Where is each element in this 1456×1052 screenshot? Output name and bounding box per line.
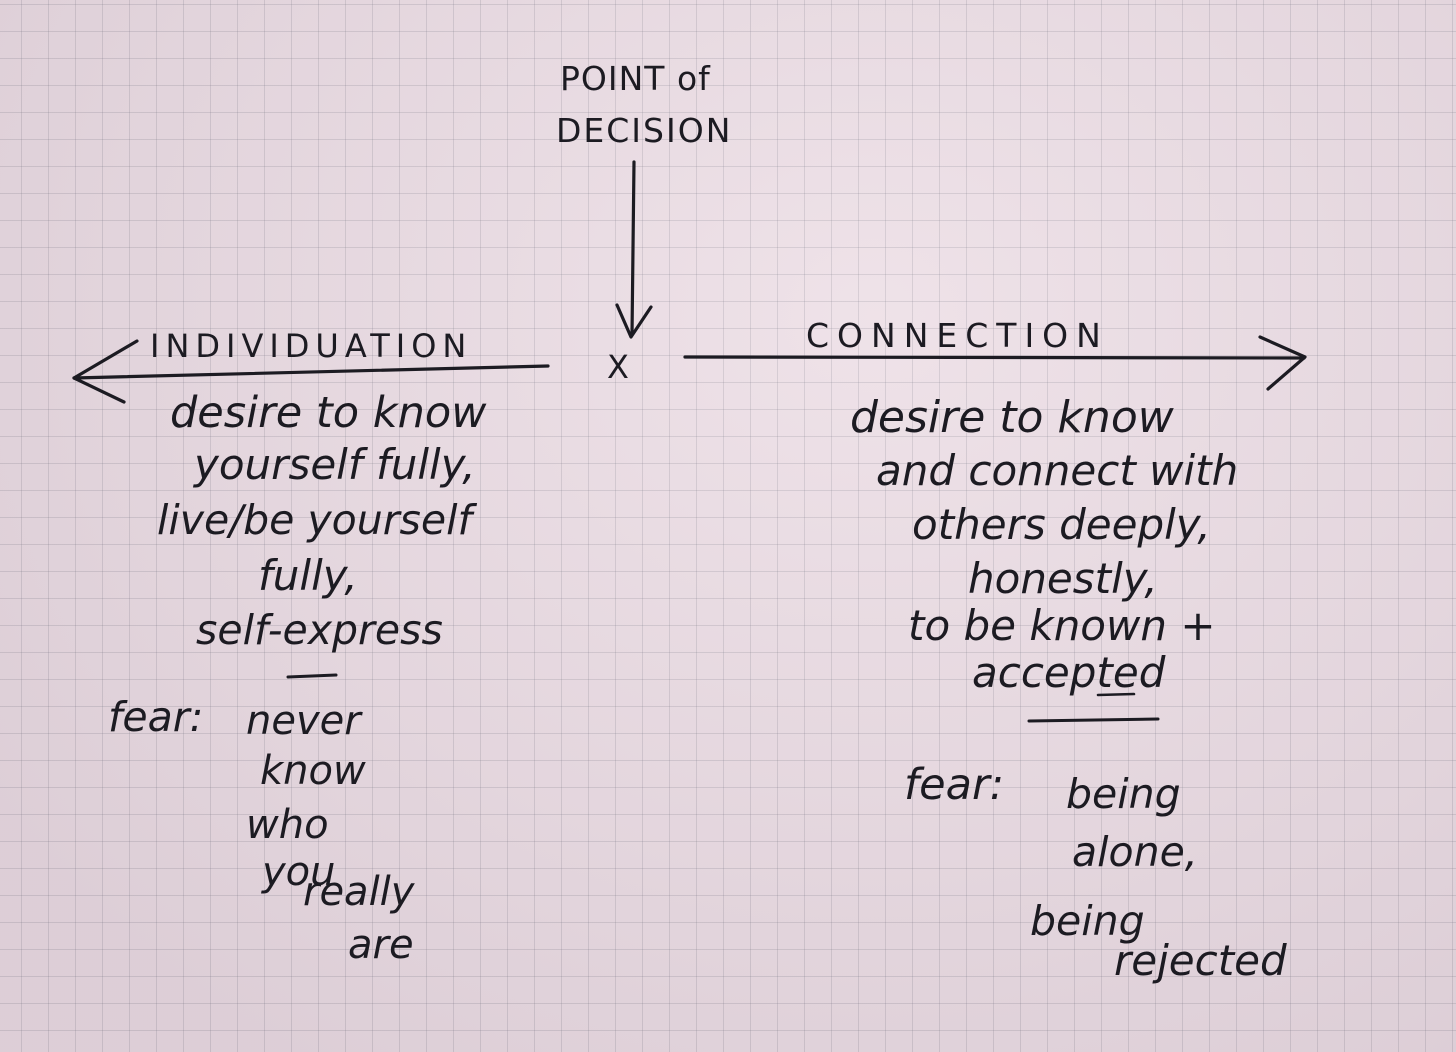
connection-desire-line-1: desire to know xyxy=(850,392,1174,443)
connection-desire-line-5: to be known + xyxy=(908,601,1216,650)
left-separator xyxy=(286,673,338,679)
connection-heading: CONNECTION xyxy=(806,316,1109,355)
individuation-arrow-shaft xyxy=(72,364,550,380)
individuation-arrow-head xyxy=(72,339,139,404)
individuation-fear-line-6: are xyxy=(348,922,414,968)
decision-marker: X xyxy=(607,348,629,386)
decision-label-line2: DECISION xyxy=(556,111,733,150)
individuation-fear-line-1: never xyxy=(246,698,361,744)
individuation-fear-label: fear: xyxy=(108,693,204,741)
right-separator xyxy=(1027,717,1160,723)
individuation-fear-line-4: you xyxy=(262,849,336,895)
individuation-desire-line-4: fully, xyxy=(258,551,358,600)
connection-fear-line-4: rejected xyxy=(1114,936,1287,985)
decision-label-line1: POINT of xyxy=(560,59,711,98)
accepted-underline xyxy=(1096,692,1136,697)
connection-desire-line-6: accepted xyxy=(972,648,1166,697)
individuation-fear-line-2: know xyxy=(260,748,366,794)
connection-arrow-shaft xyxy=(683,355,1306,360)
individuation-fear-line-3: who xyxy=(246,802,329,848)
connection-fear-label: fear: xyxy=(904,760,1005,810)
individuation-desire-line-3: live/be yourself xyxy=(157,496,472,544)
individuation-desire-line-5: self-express xyxy=(196,606,443,654)
decision-arrow-head xyxy=(615,303,653,339)
decision-arrow-shaft xyxy=(630,160,636,337)
connection-arrow-head xyxy=(1258,335,1307,391)
connection-fear-line-3: being xyxy=(1030,897,1145,945)
individuation-desire-line-2: yourself fully, xyxy=(194,440,476,489)
individuation-desire-line-1: desire to know xyxy=(170,388,487,438)
connection-desire-line-3: others deeply, xyxy=(912,500,1211,549)
individuation-heading: INDIVIDUATION xyxy=(150,327,473,365)
connection-fear-line-2: alone, xyxy=(1072,828,1198,876)
connection-desire-line-2: and connect with xyxy=(876,446,1239,495)
connection-desire-line-4: honestly, xyxy=(968,554,1158,603)
connection-fear-line-1: being xyxy=(1066,770,1181,818)
individuation-fear-line-5: really xyxy=(303,869,415,915)
